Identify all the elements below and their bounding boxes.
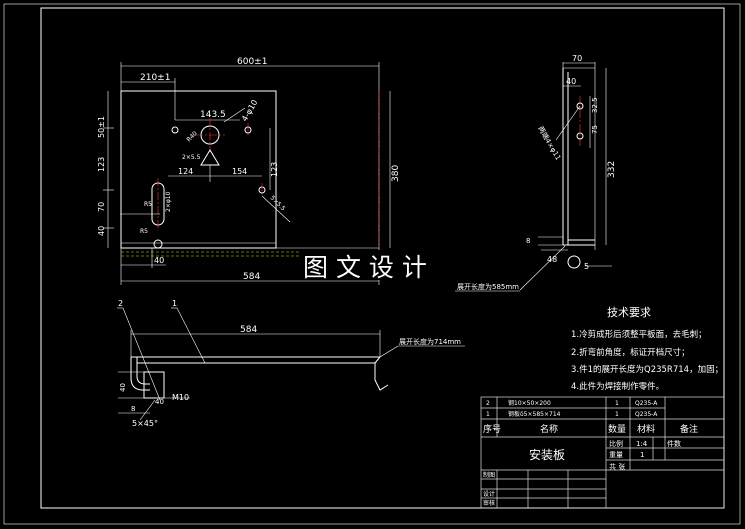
bom-row-1-qty: 1	[615, 411, 619, 418]
dim-154: 154	[232, 167, 247, 176]
bom-row-1-name: 钢板δ5×585×714	[508, 410, 561, 418]
bottom-note-unfold: 展开长度为714mm	[399, 337, 461, 346]
note-b: 2×5.5	[182, 154, 201, 161]
outer-border	[3, 3, 741, 525]
tech-item-3: 3.件1的展开长度为Q235R714，加固；	[571, 364, 723, 375]
dim-70: 70	[97, 202, 106, 212]
hole-triangle	[200, 149, 220, 166]
bom-header-no: 序号	[483, 423, 501, 435]
side-dim-75: 75	[591, 125, 599, 134]
hole-top-left	[171, 126, 179, 134]
tech-item-1: 1.冷剪成形后须整平板面，去毛刺；	[571, 329, 707, 340]
plate-outline	[120, 90, 277, 249]
design-label: 设计	[483, 490, 495, 498]
dim-143-5: 143.5	[200, 110, 226, 120]
tech-requirements: 技术要求 1.冷剪成形后须整平板面，去毛刺； 2.折弯前角度，标证开档尺寸； 3…	[571, 306, 723, 392]
side-dim-8: 8	[526, 237, 530, 245]
side-dim-32-5: 32.5	[591, 97, 599, 113]
bom-row-1-material: Q235-A	[635, 411, 658, 418]
note-c: 5×5.5	[269, 194, 287, 212]
sheet-label: 共 张	[609, 462, 625, 471]
bottom-dim-40b: 40	[155, 398, 164, 406]
dim-584-front: 584	[243, 272, 260, 282]
drawn-label: 制图	[483, 471, 495, 479]
note-slot-b: R5	[144, 201, 152, 208]
bom-row-2-qty: 1	[615, 400, 619, 407]
bottom-dim-8: 8	[131, 405, 135, 413]
bom-header-name: 名称	[540, 423, 558, 435]
pieces-label: 件数	[667, 439, 681, 448]
side-note-bend: 两端4×φ11	[536, 125, 563, 162]
bom-header-remark: 备注	[680, 423, 698, 435]
hole-bottom	[153, 239, 163, 249]
dim-hole-offset: 210±1	[140, 73, 170, 83]
bom-header-material: 材料	[637, 423, 655, 435]
bottom-dim-584: 584	[240, 325, 257, 335]
side-dim-332: 332	[607, 161, 617, 178]
tech-item-4: 4.此件为焊接制作零件。	[571, 381, 664, 392]
scale-label: 比例	[609, 439, 623, 448]
part-name: 安装板	[529, 447, 565, 462]
bom-row-2-no: 2	[486, 400, 490, 407]
side-note-unfold: 展开长度为585mm	[457, 282, 519, 291]
note-slot: 2×φ10	[165, 191, 172, 212]
dim-top-offset: 50±1	[97, 116, 106, 138]
bom-row-2-material: Q235-A	[635, 400, 658, 407]
side-dim-5: 5	[584, 262, 589, 271]
bom-row-1-no: 1	[486, 411, 490, 418]
bom-header-qty: 数量	[608, 423, 626, 435]
callout-2: 2	[118, 299, 123, 308]
callout-1: 1	[172, 299, 177, 308]
dim-40-left: 40	[97, 226, 106, 236]
bottom-dim-chamfer: 5×45°	[132, 419, 158, 428]
check-label: 审核	[483, 499, 495, 507]
bottom-dim-m10: M10	[172, 393, 189, 402]
weight-value: 1	[640, 451, 644, 459]
dim-124: 124	[178, 167, 193, 176]
dim-380: 380	[391, 165, 401, 182]
weight-label: 重量	[609, 451, 623, 459]
tech-item-2: 2.折弯前角度，标证开档尺寸；	[571, 347, 690, 358]
dim-hole-dia: 4-φ10	[240, 98, 260, 123]
side-dim-70: 70	[572, 54, 582, 63]
bottom-view: 584 2 1 展开长度为714mm 40 40 M10 8 5×45°	[117, 299, 465, 428]
watermark: 图 文 设 计	[303, 253, 427, 282]
dim-123-right: 123	[270, 162, 279, 177]
title-block: 2 钢10×50×200 1 Q235-A 1 钢板δ5×585×714 1 Q…	[480, 396, 725, 509]
note-r: R5	[140, 228, 148, 235]
side-dim-48: 48	[547, 255, 557, 264]
bottom-dim-40: 40	[119, 383, 127, 392]
scale-value: 1:4	[636, 440, 648, 448]
dim-total-width: 600±1	[237, 57, 267, 67]
dim-123-left: 123	[97, 157, 106, 172]
side-dim-40: 40	[566, 77, 576, 86]
dim-radius: R40	[185, 130, 198, 143]
drawing-frame	[40, 7, 725, 509]
bom-row-2-name: 钢10×50×200	[508, 399, 551, 407]
dim-40-bottom: 40	[154, 256, 164, 265]
tech-title: 技术要求	[607, 306, 651, 319]
side-view: 70 40 32.5 75 332 两端4×φ11 8 48 5 展开长度为58…	[455, 54, 617, 292]
